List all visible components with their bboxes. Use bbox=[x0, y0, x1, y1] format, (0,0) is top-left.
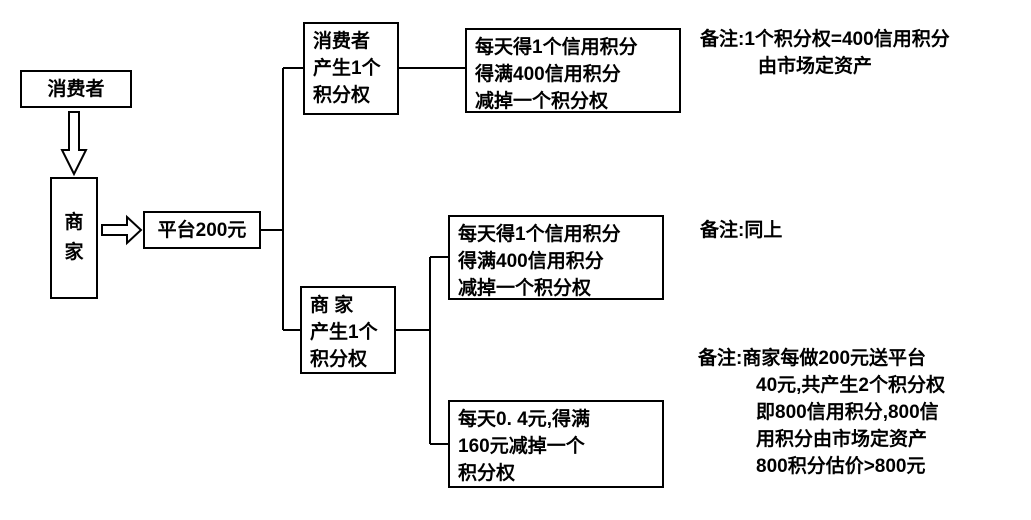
node-merchant-char: 家 bbox=[64, 242, 84, 263]
note-line: 即800信用积分,800信 bbox=[756, 402, 939, 423]
node-merchant-char: 商 bbox=[64, 212, 84, 233]
node-text-line: 减掉一个积分权 bbox=[475, 91, 609, 112]
note-line: 备注:商家每做200元送平台 bbox=[698, 348, 927, 369]
node-text-line: 160元减掉一个 bbox=[458, 436, 585, 457]
node-text-line: 每天得1个信用积分 bbox=[458, 224, 621, 245]
note-line: 由市场定资产 bbox=[758, 56, 873, 77]
node-text-line: 得满400信用积分 bbox=[475, 64, 621, 85]
node-merchant: 商 家 bbox=[50, 177, 98, 299]
note-line: 800积分估价>800元 bbox=[756, 456, 926, 477]
node-merchant-cash: 每天0. 4元,得满 160元减掉一个 积分权 bbox=[448, 400, 664, 488]
node-text-line: 积分权 bbox=[458, 463, 516, 484]
node-platform: 平台200元 bbox=[143, 211, 261, 249]
note-1: 备注:1个积分权=400信用积分 由市场定资产 bbox=[700, 26, 950, 80]
note-line: 备注:1个积分权=400信用积分 bbox=[700, 29, 950, 50]
node-text-line: 减掉一个积分权 bbox=[458, 278, 592, 299]
node-merchant-point: 商 家 产生1个 积分权 bbox=[300, 286, 396, 374]
node-text-line: 积分权 bbox=[310, 349, 368, 370]
note-line: 用积分由市场定资产 bbox=[756, 429, 928, 450]
node-consumer-point: 消费者 产生1个 积分权 bbox=[303, 22, 399, 115]
node-text-line: 产生1个 bbox=[313, 58, 381, 79]
node-text-line: 每天得1个信用积分 bbox=[475, 37, 638, 58]
note-2: 备注:同上 bbox=[700, 217, 782, 244]
node-consumer: 消费者 bbox=[20, 70, 132, 108]
note-line: 备注:同上 bbox=[700, 220, 783, 241]
node-text-line: 得满400信用积分 bbox=[458, 251, 604, 272]
node-text-line: 产生1个 bbox=[310, 322, 378, 343]
node-platform-label: 平台200元 bbox=[157, 219, 247, 241]
note-3: 备注:商家每做200元送平台 40元,共产生2个积分权 即800信用积分,800… bbox=[698, 345, 945, 480]
node-consumer-label: 消费者 bbox=[47, 78, 105, 100]
note-line: 40元,共产生2个积分权 bbox=[756, 375, 945, 396]
node-text-line: 积分权 bbox=[313, 85, 371, 106]
node-text-line: 商 家 bbox=[310, 295, 354, 316]
node-consumer-credit: 每天得1个信用积分 得满400信用积分 减掉一个积分权 bbox=[465, 28, 681, 113]
down-arrow-icon bbox=[60, 111, 88, 177]
right-arrow-icon bbox=[101, 214, 143, 246]
node-text-line: 每天0. 4元,得满 bbox=[458, 409, 590, 430]
node-merchant-credit: 每天得1个信用积分 得满400信用积分 减掉一个积分权 bbox=[448, 215, 664, 300]
node-text-line: 消费者 bbox=[313, 31, 371, 52]
